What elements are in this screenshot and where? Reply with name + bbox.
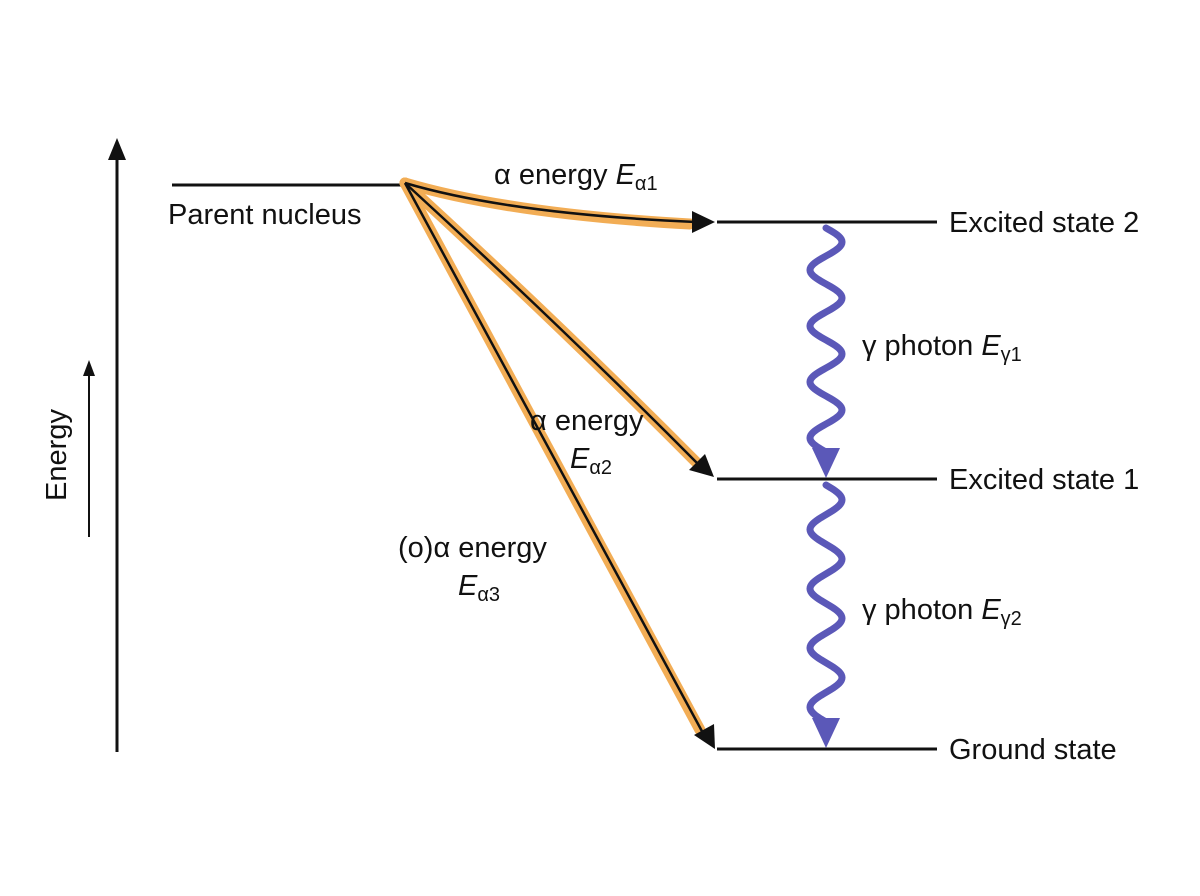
alpha-2-arrow	[404, 182, 701, 467]
gamma-transitions	[806, 224, 846, 748]
gamma-1-prefix: γ photon	[862, 330, 981, 362]
ground-state-label: Ground state	[949, 734, 1117, 766]
alpha-3-symbol: E	[458, 570, 478, 602]
excited-state-1-label: Excited state 1	[949, 464, 1139, 496]
alpha-transitions	[399, 177, 715, 749]
gamma-1-arrowhead	[812, 448, 840, 478]
alpha-1-arrowhead	[692, 211, 715, 233]
alpha-2-symbol: E	[570, 443, 590, 475]
alpha-2-arrowhead	[689, 454, 714, 477]
alpha-1-arrow	[404, 181, 697, 224]
gamma-1-symbol: E	[981, 330, 1001, 362]
gamma-1-subscript: γ1	[1001, 344, 1022, 366]
alpha-3-label-line1: (o)α energy	[398, 532, 547, 564]
alpha-1-label: α energy Eα1	[494, 159, 658, 195]
gamma-2-wavy-arrow	[806, 481, 846, 726]
gamma-2-label: γ photon Eγ2	[862, 594, 1022, 630]
alpha-2-subscript: α2	[589, 457, 612, 479]
gamma-2-symbol: E	[981, 594, 1001, 626]
alpha-3-arrow	[403, 182, 706, 736]
gamma-2-arrowhead	[812, 718, 840, 748]
gamma-1-wavy-arrow	[806, 224, 846, 456]
alpha-1-prefix: α energy	[494, 159, 616, 191]
alpha-3-subscript: α3	[477, 584, 500, 606]
energy-indicator-arrowhead	[83, 360, 95, 376]
alpha-1-symbol: E	[616, 159, 636, 191]
alpha-2-label-line2: Eα2	[570, 443, 612, 479]
alpha-1-subscript: α1	[635, 173, 658, 195]
gamma-labels: γ photon Eγ1 γ photon Eγ2	[862, 330, 1022, 630]
energy-axis-arrowhead	[108, 138, 126, 160]
energy-levels: Parent nucleus Excited state 2 Excited s…	[168, 183, 1139, 766]
alpha-labels: α energy Eα1 α energy Eα2 (o)α energy Eα…	[398, 159, 658, 606]
energy-axis-label: Energy	[41, 409, 73, 501]
alpha-3-label-line2: Eα3	[458, 570, 500, 606]
gamma-2-subscript: γ2	[1001, 608, 1022, 630]
parent-level-label: Parent nucleus	[168, 199, 361, 231]
energy-axis: Energy	[41, 138, 126, 752]
alpha-3-arrowhead	[694, 724, 715, 749]
gamma-1-label: γ photon Eγ1	[862, 330, 1022, 366]
alpha-2-label-line1: α energy	[530, 405, 644, 437]
gamma-2-prefix: γ photon	[862, 594, 981, 626]
excited-state-2-label: Excited state 2	[949, 207, 1139, 239]
